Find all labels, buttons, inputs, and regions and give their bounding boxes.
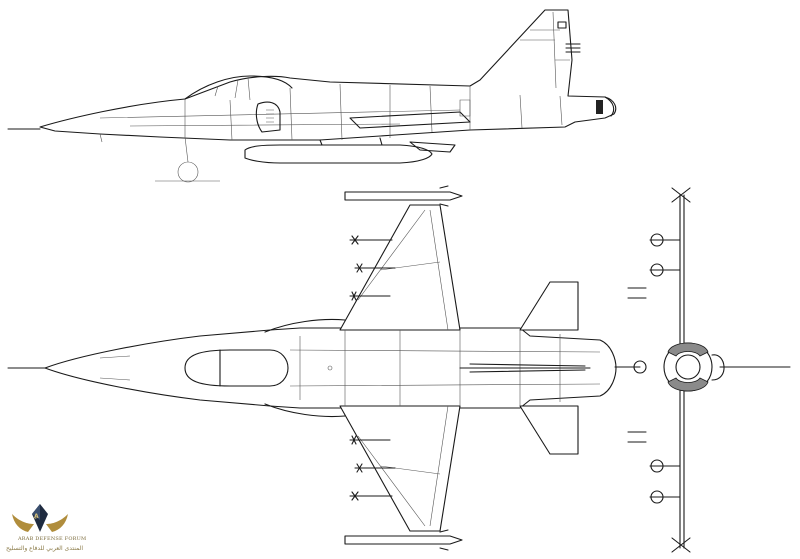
logo-monogram: ِA <box>34 513 39 520</box>
forum-name: ARAB DEFENSE FORUM <box>18 536 87 542</box>
forum-name-arabic: المنتدى العربي للدفاع والتسليح <box>6 545 83 552</box>
side-view <box>7 9 617 183</box>
front-view <box>614 187 791 553</box>
forum-logo: ِA <box>2 500 78 555</box>
top-view <box>7 185 617 551</box>
